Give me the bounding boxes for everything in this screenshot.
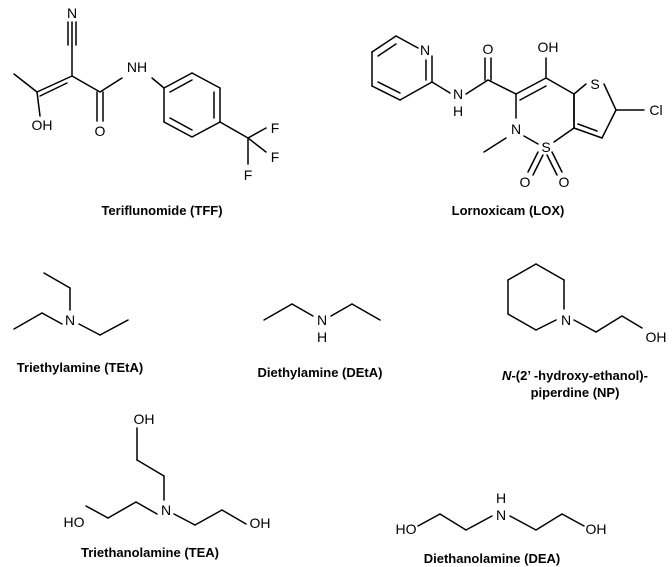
diethanolamine-caption: Diethanolamine (DEA) — [424, 551, 561, 566]
teriflunomide-structure: N NH OH O F F F — [13, 5, 280, 183]
tff-f2-label: F — [271, 149, 280, 165]
lox-ring-n-label: N — [511, 121, 521, 137]
lox-cl-label: Cl — [649, 102, 662, 118]
tff-f3-label: F — [244, 167, 253, 183]
tea-oh-right-label: OH — [250, 515, 271, 531]
dea-oh-label: OH — [586, 521, 607, 537]
dea-ho-label: HO — [396, 521, 417, 537]
np-n-label: N — [561, 312, 571, 328]
tff-nitrile-n-label: N — [67, 5, 77, 21]
dea-h-label: H — [496, 490, 506, 506]
np-caption-line1: N-(2’ -hydroxy-ethanol)- — [502, 368, 648, 383]
teta-n-label: N — [65, 312, 75, 328]
np-caption-rest: -(2’ -hydroxy-ethanol)- — [511, 368, 648, 383]
triethylamine-caption: Triethylamine (TEtA) — [17, 360, 143, 375]
teriflunomide-caption: Teriflunomide (TFF) — [101, 203, 222, 218]
tff-f1-label: F — [271, 120, 280, 136]
np-oh-label: OH — [646, 329, 667, 345]
triethanolamine-caption: Triethanolamine (TEA) — [81, 545, 219, 560]
tff-oh-label: OH — [32, 117, 53, 133]
diethylamine-caption: Diethylamine (DEtA) — [258, 365, 383, 380]
tea-oh-top-label: OH — [134, 411, 155, 427]
lox-amide-h-label: H — [453, 103, 463, 119]
np-caption-prefix: N — [502, 368, 512, 383]
lox-oh-label: OH — [538, 39, 559, 55]
diethylamine-structure: N H — [263, 303, 381, 345]
dea-n-label: N — [496, 507, 506, 523]
lox-sulfonyl-s-label: S — [541, 139, 550, 155]
deta-h-label: H — [317, 329, 327, 345]
triethylamine-structure: N — [13, 272, 129, 336]
lox-sulfonyl-o1-label: O — [520, 174, 531, 190]
lox-amide-o-label: O — [483, 41, 494, 57]
deta-n-label: N — [317, 312, 327, 328]
diethanolamine-structure: HO N H OH — [396, 490, 607, 537]
tea-ho-left-label: HO — [64, 514, 85, 530]
np-caption-line2: piperdine (NP) — [531, 385, 620, 400]
lox-thiophene-s-label: S — [590, 76, 599, 92]
tea-n-label: N — [161, 502, 171, 518]
lornoxicam-caption: Lornoxicam (LOX) — [452, 203, 565, 218]
lornoxicam-structure: N O OH N H S Cl N S O O — [371, 35, 663, 190]
lox-amide-n-label: N — [453, 86, 463, 102]
triethanolamine-structure: OH N HO OH — [64, 411, 271, 531]
tff-nh-label: NH — [127, 59, 147, 75]
lox-pyridine-n-label: N — [420, 42, 430, 58]
lox-sulfonyl-o2-label: O — [559, 174, 570, 190]
tff-carbonyl-o-label: O — [95, 123, 106, 139]
np-structure: N OH — [507, 263, 667, 345]
